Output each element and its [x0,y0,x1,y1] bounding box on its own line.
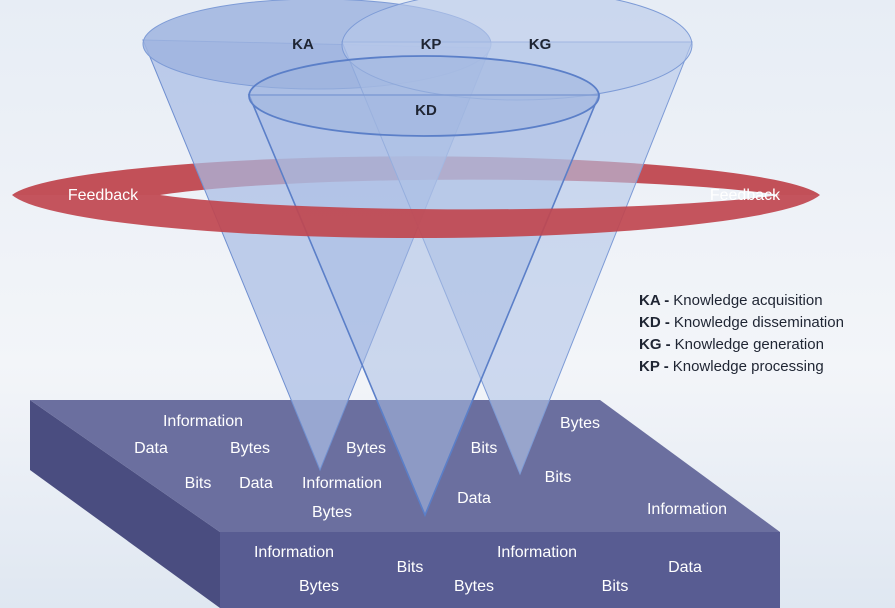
platform-word: Bits [545,469,572,486]
legend: KA -Knowledge acquisition KD -Knowledge … [639,292,844,375]
legend-item: KD -Knowledge dissemination [639,314,844,331]
platform-word: Bytes [299,578,339,595]
platform-front-face [220,532,780,608]
cone-label-kp: KP [421,36,442,53]
platform-word: Bits [185,475,212,492]
platform-left-face [30,400,220,608]
platform-word: Bytes [230,440,270,457]
platform-word: Information [254,544,334,561]
cone-label-kg: KG [529,36,552,53]
platform-word: Information [497,544,577,561]
feedback-ring-front [12,195,820,239]
platform-word: Data [668,559,702,576]
cone-label-ka: KA [292,36,314,53]
platform-word: Bytes [346,440,386,457]
platform-word: Bytes [312,504,352,521]
platform-word: Bits [602,578,629,595]
platform-word: Bits [397,559,424,576]
cone-kd [247,55,601,518]
platform-word: Bits [471,440,498,457]
platform-word: Information [163,413,243,430]
platform-word: Information [302,475,382,492]
platform-word: Information [647,501,727,518]
legend-item: KG -Knowledge generation [639,336,824,353]
platform-word: Bytes [560,415,600,432]
platform-word: Bytes [454,578,494,595]
platform-word: Data [457,490,491,507]
legend-item: KP -Knowledge processing [639,358,824,375]
platform-top-words: Information Data Bytes Bytes Bits Bytes … [134,413,727,521]
feedback-label-right: Feedback [710,187,781,204]
platform-word: Data [239,475,273,492]
cone-label-kd: KD [415,102,437,119]
platform-word: Data [134,440,168,457]
legend-item: KA -Knowledge acquisition [639,292,823,309]
feedback-label-left: Feedback [68,187,139,204]
platform-front-words: Information Bits Information Data Bytes … [254,544,702,595]
